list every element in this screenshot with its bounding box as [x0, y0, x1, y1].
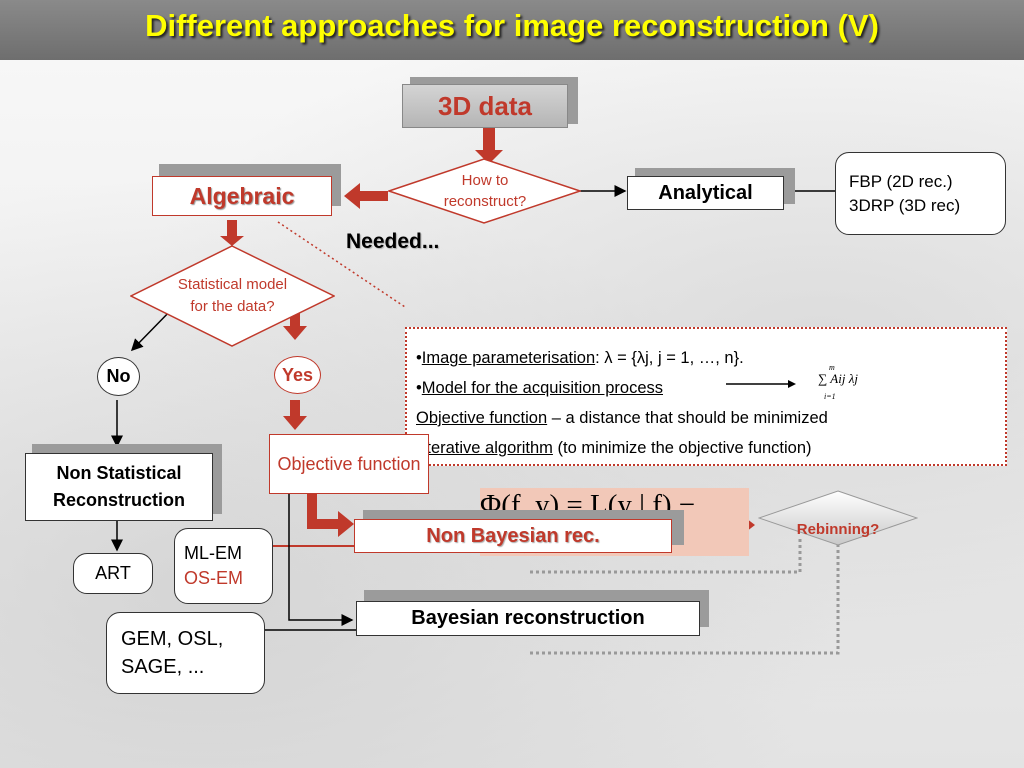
dotted-line-lower: [530, 538, 840, 655]
needed-list-box: •Image parameterisation: λ = {λj, j = 1,…: [405, 327, 1007, 466]
diamond-statistical: [130, 245, 335, 347]
needed-item-3-link: Objective function: [416, 409, 548, 427]
slide-canvas: 3D data How to reconstruct? Algebraic An…: [0, 60, 1024, 768]
label-how-to: How to reconstruct?: [443, 172, 527, 210]
red-arrow-to-yes: [283, 306, 307, 340]
needed-item-4: •Iterative algorithm (to minimize the ob…: [416, 433, 1005, 463]
diamond-rebinning: [758, 490, 918, 546]
node-em: ML-EM OS-EM: [174, 528, 273, 604]
needed-item-2-link: Model for the acquisition process: [421, 379, 663, 397]
dotted-line-upper: [530, 538, 802, 574]
node-analytical: Analytical: [627, 176, 784, 210]
needed-item-1: •Image parameterisation: λ = {λj, j = 1,…: [416, 349, 744, 367]
needed-item-3-rest: – a distance that should be minimized: [547, 409, 828, 427]
gem-line2: SAGE, ...: [121, 656, 205, 678]
diamond-how-to: [388, 158, 581, 224]
node-no: No: [97, 357, 140, 396]
label-statistical: Statistical model for the data?: [177, 276, 288, 315]
node-art: ART: [73, 553, 153, 594]
node-algebraic: Algebraic: [152, 176, 332, 216]
acquisition-arrow: [726, 380, 796, 388]
title-bar: Different approaches for image reconstru…: [0, 0, 1024, 60]
label-rebinning: Rebinning?: [796, 520, 880, 538]
red-arrow-to-nonbayesian: [307, 494, 354, 537]
node-non-bayesian: Non Bayesian rec.: [354, 519, 672, 553]
needed-item-3: Objective function – a distance that sho…: [416, 403, 1005, 433]
needed-item-1-rest: : λ = {λj, j = 1, …, n}.: [595, 349, 744, 367]
node-gem: GEM, OSL, SAGE, ...: [106, 612, 265, 694]
fbp-line2: 3DRP (3D rec): [849, 195, 961, 215]
gem-line1: GEM, OSL,: [121, 628, 224, 650]
label-mlem: ML-EM: [184, 543, 242, 563]
sum-formula: ∑ Aij λj: [818, 371, 858, 386]
red-arrow-3d-down: [475, 123, 503, 164]
label-osem: OS-EM: [184, 568, 244, 588]
needed-item-1-link: Image parameterisation: [421, 349, 596, 367]
node-non-statistical: Non Statistical Reconstruction: [25, 453, 213, 521]
node-yes: Yes: [274, 356, 321, 394]
connector-layer: [111, 123, 840, 655]
node-objective-function: Objective function: [269, 434, 429, 494]
red-arrow-algebraic-down: [220, 220, 244, 246]
grey-dotted-group: [530, 538, 840, 655]
slide-title: Different approaches for image reconstru…: [145, 8, 879, 43]
node-fbp: FBP (2D rec.) 3DRP (3D rec): [835, 152, 1006, 235]
node-3d-data: 3D data: [402, 84, 568, 128]
line-objfunc-to-bayesian: [288, 494, 354, 626]
needed-item-2: •Model for the acquisition process m ∑ A…: [416, 363, 858, 401]
sum-upper: m: [829, 363, 835, 372]
dotted-link-algebraic: [277, 221, 406, 308]
red-arrow-yes-down: [283, 400, 307, 430]
fbp-line1: FBP (2D rec.): [849, 171, 953, 191]
needed-item-4-rest: (to minimize the objective function): [552, 439, 812, 457]
sum-lower: i=1: [824, 392, 836, 401]
needed-item-4-link: Iterative algorithm: [421, 439, 553, 457]
node-bayesian: Bayesian reconstruction: [356, 601, 700, 636]
label-needed: Needed...: [346, 230, 440, 253]
red-arrow-to-algebraic: [344, 183, 388, 209]
